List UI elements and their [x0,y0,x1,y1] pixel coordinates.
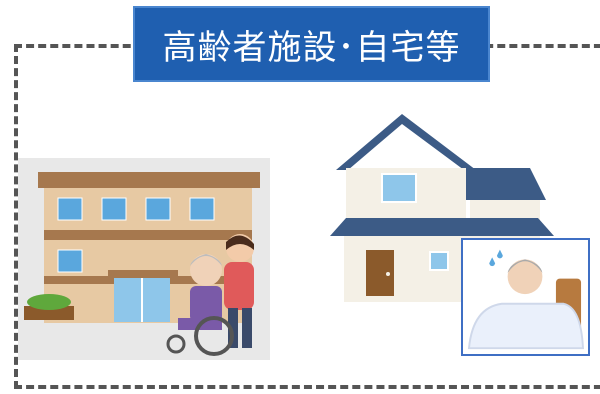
title-banner: 高齢者施設･自宅等 [133,6,490,82]
sick-elderly-illustration [461,238,590,356]
nursing-facility-illustration [18,158,270,360]
page-title: 高齢者施設･自宅等 [162,27,461,68]
